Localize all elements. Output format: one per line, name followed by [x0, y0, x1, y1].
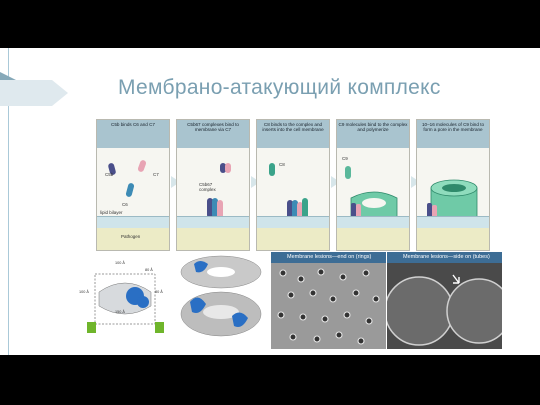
- micrograph-header: Membrane lesions—end on (rings): [271, 252, 386, 263]
- c8-molecule: [269, 163, 275, 176]
- pathogen-layer: [177, 228, 249, 250]
- diagram-panel-3: C8 binds to the complex and inserts into…: [256, 119, 330, 251]
- c9-molecule: [345, 166, 351, 179]
- dimension-model-art: [87, 273, 164, 333]
- diagram-panel-5: 10–16 molecules of C9 bind to form a por…: [416, 119, 490, 251]
- c5b-label: C5b: [105, 172, 114, 177]
- pathogen-layer: [417, 228, 489, 250]
- diagram-panel-4: C9 molecules bind to the complex and pol…: [336, 119, 410, 251]
- pathogen-layer: [257, 228, 329, 250]
- c7-molecule: [225, 163, 231, 173]
- mac-assembly-diagram: C5b binds C6 and C7 C5b C6 C7 lipid bila…: [96, 119, 490, 251]
- pathogen-label: Pathogen: [121, 234, 141, 239]
- c5b67-label: C5b67 complex: [199, 182, 216, 192]
- mac-dimension-model: 100 Å 80 Å 100 Å 150 Å 80 Å: [77, 252, 173, 349]
- slide-title: Мембрано-атакующий комплекс: [118, 76, 441, 99]
- panel-caption: C5b binds C6 and C7: [97, 120, 169, 148]
- pore-opening: [362, 198, 386, 208]
- c6-molecule: [125, 183, 135, 197]
- c7-label: C7: [153, 172, 159, 177]
- c6-label: C6: [122, 202, 128, 207]
- micrograph-end-on: Membrane lesions—end on (rings): [271, 252, 386, 349]
- rings-micrograph-art: [271, 263, 386, 349]
- mac-images-strip: 100 Å 80 Å 100 Å 150 Å 80 Å Membrane les…: [77, 252, 502, 351]
- pore-3d-art: [180, 255, 262, 337]
- letterbox-top: [0, 0, 540, 48]
- slide-accent-line: [8, 48, 9, 355]
- panel-caption: 10–16 molecules of C9 bind to form a por…: [417, 120, 489, 148]
- panel-1-art: [108, 160, 147, 197]
- c7-molecule: [137, 160, 147, 172]
- panel-caption: C5b67 complexes bind to membrane via C7: [177, 120, 249, 148]
- letterbox-bottom: [0, 355, 540, 405]
- lesion-pointer-arrow: [452, 274, 460, 284]
- dim-label: 80 Å: [145, 268, 153, 272]
- micrograph-side-on: Membrane lesions—side on (tubes): [387, 252, 502, 349]
- mac-pore-3d-model: [174, 252, 269, 349]
- dim-label: 150 Å: [115, 310, 125, 314]
- tubes-micrograph-art: [387, 263, 502, 349]
- panel-caption: C9 molecules bind to the complex and pol…: [337, 120, 409, 148]
- c5b-molecule: [207, 198, 213, 218]
- micrograph-header: Membrane lesions—side on (tubes): [387, 252, 502, 263]
- c5b-molecule: [108, 163, 116, 175]
- c9-label: C9: [342, 156, 348, 161]
- diagram-panel-1: C5b binds C6 and C7 C5b C6 C7 lipid bila…: [96, 119, 170, 251]
- step-arrow: [331, 176, 340, 188]
- panel-caption: C8 binds to the complex and inserts into…: [257, 120, 329, 148]
- c5b-molecule: [220, 163, 226, 173]
- pathogen-layer: [97, 228, 169, 250]
- pore-opening: [442, 184, 466, 192]
- panel-2-art: [207, 163, 231, 222]
- step-arrow: [251, 176, 260, 188]
- dim-label: 100 Å: [115, 261, 125, 265]
- pathogen-layer: [337, 228, 409, 250]
- step-arrow: [171, 176, 180, 188]
- step-arrow: [411, 176, 420, 188]
- c8-label: C8: [279, 162, 285, 167]
- c6-molecule: [212, 198, 218, 218]
- dim-label: 80 Å: [155, 290, 163, 294]
- accent-arrow-shape: [0, 80, 68, 106]
- diagram-panel-2: C5b67 complexes bind to membrane via C7 …: [176, 119, 250, 251]
- dim-label: 100 Å: [79, 290, 89, 294]
- lipid-bilayer-label: lipid bilayer: [100, 210, 123, 215]
